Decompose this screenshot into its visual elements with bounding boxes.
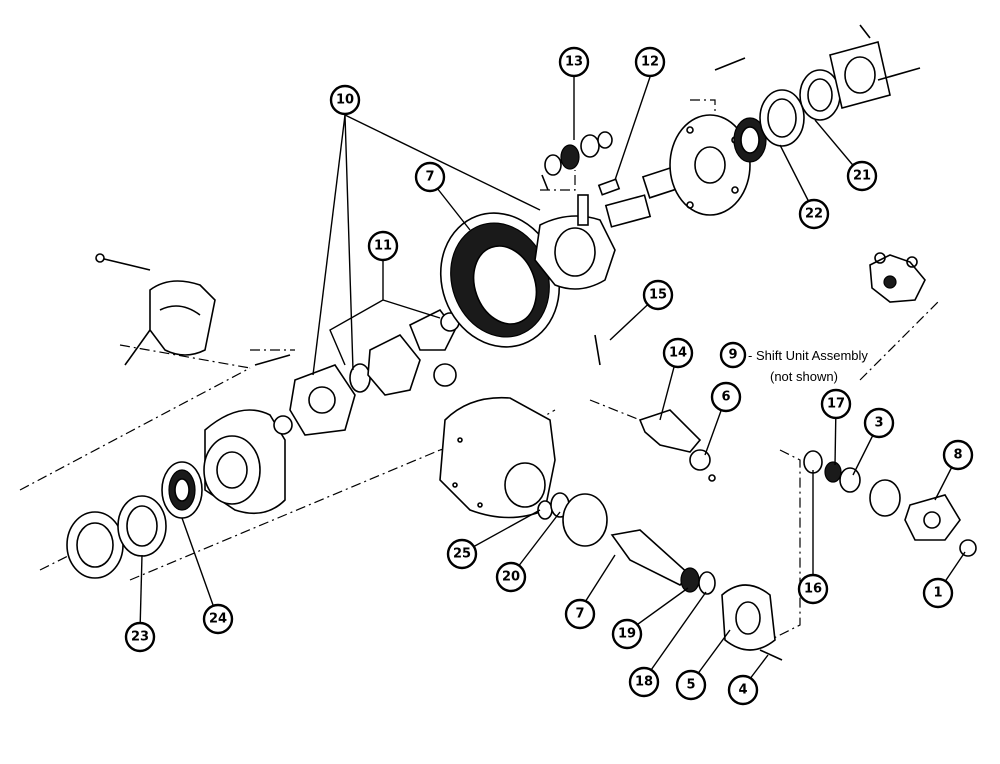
svg-text:9: 9 xyxy=(728,348,737,363)
shift-unit-note: - Shift Unit Assembly (not shown) xyxy=(748,348,868,384)
svg-text:11: 11 xyxy=(374,239,392,254)
svg-text:8: 8 xyxy=(953,448,962,463)
svg-text:14: 14 xyxy=(669,346,687,361)
parts-artwork xyxy=(66,24,977,661)
svg-text:15: 15 xyxy=(649,288,667,303)
pins-and-shafts xyxy=(541,131,652,228)
svg-text:25: 25 xyxy=(453,547,471,562)
svg-text:16: 16 xyxy=(804,582,822,597)
callout-9: 9 xyxy=(719,341,747,369)
svg-text:3: 3 xyxy=(874,416,883,431)
callout-11: 11 xyxy=(367,230,399,262)
callouts: 10 13 12 7 11 21 22 15 14 9 6 xyxy=(124,46,974,706)
callout-21: 21 xyxy=(846,160,878,192)
callout-12: 12 xyxy=(634,46,666,78)
callout-1: 1 xyxy=(922,577,954,609)
svg-text:13: 13 xyxy=(565,55,583,70)
callout-24: 24 xyxy=(202,603,234,635)
differential-case-left xyxy=(203,409,293,515)
shift-unit-note-line2: (not shown) xyxy=(770,369,838,384)
callout-15: 15 xyxy=(642,279,674,311)
callout-4: 4 xyxy=(727,674,759,706)
svg-text:22: 22 xyxy=(805,207,823,222)
svg-text:7: 7 xyxy=(575,607,584,622)
svg-text:5: 5 xyxy=(686,678,695,693)
svg-text:4: 4 xyxy=(738,683,747,698)
callout-23: 23 xyxy=(124,621,156,653)
retainer-plate xyxy=(829,24,921,109)
callout-17: 17 xyxy=(820,388,852,420)
svg-text:12: 12 xyxy=(641,55,659,70)
svg-text:6: 6 xyxy=(721,390,730,405)
callout-20: 20 xyxy=(495,561,527,593)
svg-text:1: 1 xyxy=(933,586,942,601)
callout-8: 8 xyxy=(942,439,974,471)
svg-text:24: 24 xyxy=(209,612,227,627)
callout-7-upper: 7 xyxy=(414,161,446,193)
pinion-retainer xyxy=(721,584,783,661)
callout-19: 19 xyxy=(611,618,643,650)
callout-10: 10 xyxy=(329,84,361,116)
svg-text:10: 10 xyxy=(336,93,354,108)
differential-gears xyxy=(289,308,482,436)
bearing-cup-left xyxy=(66,495,167,579)
carrier-flange xyxy=(669,57,751,216)
callout-25: 25 xyxy=(446,538,478,570)
svg-text:20: 20 xyxy=(502,570,520,585)
callout-6: 6 xyxy=(710,381,742,413)
carrier-housing xyxy=(439,334,601,519)
callout-22: 22 xyxy=(798,198,830,230)
shift-fork xyxy=(638,409,716,482)
output-parts xyxy=(803,450,977,557)
svg-text:21: 21 xyxy=(853,169,871,184)
right-bearings xyxy=(733,69,841,163)
callout-7-lower: 7 xyxy=(564,598,596,630)
callout-13: 13 xyxy=(558,46,590,78)
callout-18: 18 xyxy=(628,666,660,698)
svg-text:19: 19 xyxy=(618,627,636,642)
ring-gear xyxy=(439,212,561,348)
callout-5: 5 xyxy=(675,669,707,701)
svg-text:18: 18 xyxy=(635,675,653,690)
callout-3: 3 xyxy=(863,407,895,439)
svg-text:23: 23 xyxy=(131,630,149,645)
svg-text:7: 7 xyxy=(425,170,434,185)
spider-cross xyxy=(869,252,926,303)
cone-bearing-left xyxy=(161,461,203,519)
differential-case-right xyxy=(534,194,616,290)
callout-14: 14 xyxy=(662,337,694,369)
drive-pinion xyxy=(537,492,716,595)
svg-text:17: 17 xyxy=(827,397,845,412)
callout-16: 16 xyxy=(797,573,829,605)
bearing-cap-upper-left xyxy=(95,253,291,366)
shift-unit-note-line1: - Shift Unit Assembly xyxy=(748,348,868,363)
